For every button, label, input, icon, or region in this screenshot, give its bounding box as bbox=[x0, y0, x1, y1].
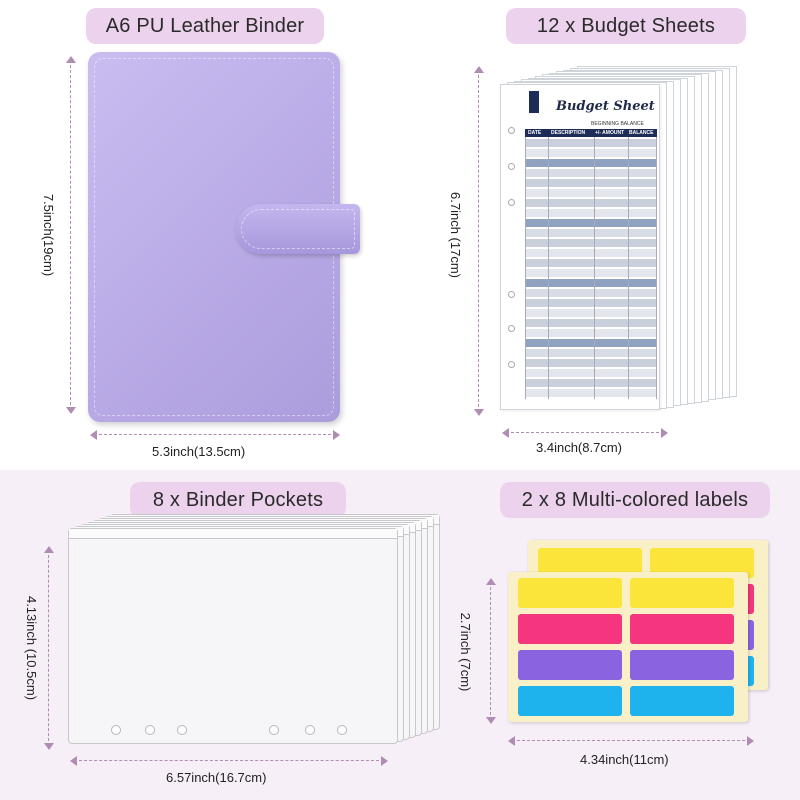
sheets-height-label: 6.7inch (17cm) bbox=[447, 170, 463, 300]
binder-height-label: 7.5inch(19cm) bbox=[40, 175, 56, 295]
label-yellow bbox=[518, 578, 622, 608]
col-amount: +/- AMOUNT bbox=[595, 129, 624, 137]
col-date: DATE bbox=[528, 129, 541, 137]
labels-height-label: 2.7inch (7cm) bbox=[457, 587, 473, 717]
binder-width-arrow bbox=[90, 430, 340, 440]
sheet-bookmark bbox=[529, 91, 539, 113]
labels-title: 2 x 8 Multi-colored labels bbox=[500, 482, 770, 518]
pocket-hole bbox=[145, 725, 155, 735]
sheet-heading: Budget Sheet bbox=[556, 99, 655, 114]
binder-strap bbox=[236, 204, 360, 254]
col-balance: BALANCE bbox=[629, 129, 653, 137]
label-sheet-front bbox=[508, 572, 748, 722]
labels-width-label: 4.34inch(11cm) bbox=[580, 752, 669, 768]
sheet-column-header: DATE DESCRIPTION +/- AMOUNT BALANCE bbox=[525, 129, 657, 137]
label-pink bbox=[630, 614, 734, 644]
sheet-hole bbox=[508, 199, 515, 206]
pockets-width-label: 6.57inch(16.7cm) bbox=[166, 770, 266, 786]
sheet-hole bbox=[508, 325, 515, 332]
labels-height-arrow bbox=[486, 578, 496, 724]
sheet-hole bbox=[508, 127, 515, 134]
sheets-title: 12 x Budget Sheets bbox=[506, 8, 746, 44]
label-blue bbox=[630, 686, 734, 716]
pocket-hole bbox=[111, 725, 121, 735]
pocket-hole bbox=[305, 725, 315, 735]
sheets-width-arrow bbox=[502, 428, 668, 438]
pockets-height-label: 4.13inch (10.5cm) bbox=[23, 573, 39, 723]
sheet-balance-label: BEGINNING BALANCE bbox=[591, 121, 644, 127]
sheets-height-arrow bbox=[474, 66, 484, 416]
binder-title: A6 PU Leather Binder bbox=[86, 8, 324, 44]
sheet-hole bbox=[508, 291, 515, 298]
binder-width-label: 5.3inch(13.5cm) bbox=[152, 444, 245, 460]
strap-stitching bbox=[241, 209, 355, 249]
pocket-hole bbox=[337, 725, 347, 735]
sheet-column-lines bbox=[525, 137, 657, 399]
budget-sheet-front: Budget Sheet BEGINNING BALANCE DATE DESC… bbox=[500, 84, 660, 410]
pocket-hole bbox=[177, 725, 187, 735]
label-blue bbox=[518, 686, 622, 716]
col-description: DESCRIPTION bbox=[551, 129, 585, 137]
pocket-hole bbox=[269, 725, 279, 735]
pockets-height-arrow bbox=[44, 546, 54, 750]
label-purple bbox=[518, 650, 622, 680]
pocket-zip bbox=[69, 529, 397, 539]
label-pink bbox=[518, 614, 622, 644]
label-purple bbox=[630, 650, 734, 680]
sheets-width-label: 3.4inch(8.7cm) bbox=[536, 440, 622, 456]
sheet-hole bbox=[508, 163, 515, 170]
sheet-hole bbox=[508, 361, 515, 368]
labels-width-arrow bbox=[508, 736, 754, 746]
pockets-width-arrow bbox=[70, 756, 388, 766]
label-yellow bbox=[630, 578, 734, 608]
binder-height-arrow bbox=[66, 56, 76, 414]
pockets-title: 8 x Binder Pockets bbox=[130, 482, 346, 518]
binder-pocket-front bbox=[68, 528, 398, 744]
